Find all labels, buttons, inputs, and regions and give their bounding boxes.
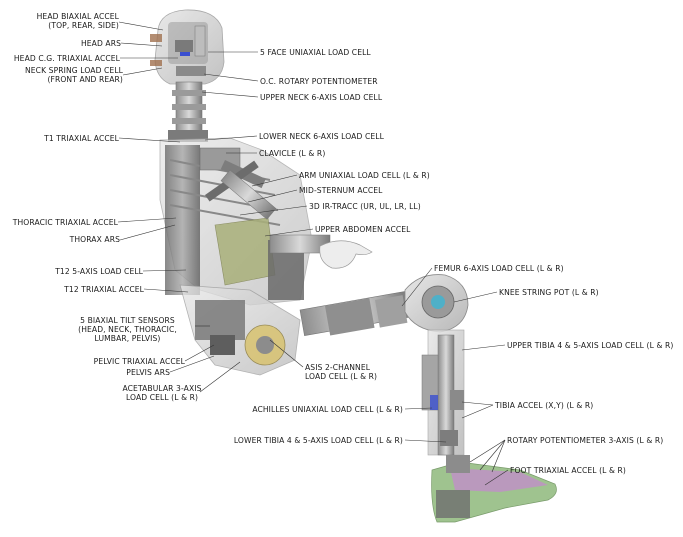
neck-assembly: [168, 81, 208, 142]
tibia-assembly: [421, 329, 465, 456]
label-femur-6axis: FEMUR 6-AXIS LOAD CELL (L & R): [434, 264, 564, 273]
label-achilles: ACHILLES UNIAXIAL LOAD CELL (L & R): [252, 405, 403, 414]
femur-assembly: [299, 290, 412, 336]
label-mid-sternum-accel: MID-STERNUM ACCEL: [299, 186, 383, 195]
label-face-uniaxial-load-cell: 5 FACE UNIAXIAL LOAD CELL: [260, 48, 371, 57]
label-lower-neck-6axis: LOWER NECK 6-AXIS LOAD CELL: [259, 132, 384, 141]
leader-lines: [117, 21, 509, 486]
label-upper-neck-6axis: UPPER NECK 6-AXIS LOAD CELL: [260, 93, 383, 102]
label-clavicle: CLAVICLE (L & R): [259, 149, 326, 158]
label-thoracic-triaxial-accel: THORACIC TRIAXIAL ACCEL: [12, 218, 118, 227]
label-ir-tracc: 3D IR-TRACC (UR, UL, LR, LL): [309, 202, 421, 211]
label-neck-spring-load-cell: NECK SPRING LOAD CELL(FRONT AND REAR): [25, 66, 123, 84]
label-head-ars: HEAD ARS: [80, 39, 121, 48]
head-assembly: [150, 9, 225, 85]
label-tibia-accel: TIBIA ACCEL (X,Y) (L & R): [495, 401, 594, 410]
arm-assembly: [220, 169, 373, 269]
pelvis-assembly: [179, 284, 301, 376]
label-upper-tibia: UPPER TIBIA 4 & 5-AXIS LOAD CELL (L & R): [507, 341, 674, 350]
label-rotary-pot-3axis: ROTARY POTENTIOMETER 3-AXIS (L & R): [507, 436, 664, 445]
foot-assembly: [431, 455, 557, 523]
label-t12-5axis-load-cell: T12 5-AXIS LOAD CELL: [55, 267, 143, 276]
label-head-cg-triaxial-accel: HEAD C.G. TRIAXIAL ACCEL: [13, 54, 120, 63]
label-t1-triaxial-accel: T1 TRIAXIAL ACCEL: [44, 134, 119, 143]
label-arm-uniaxial-load-cell: ARM UNIAXIAL LOAD CELL (L & R): [299, 171, 430, 180]
label-lower-tibia: LOWER TIBIA 4 & 5-AXIS LOAD CELL (L & R): [233, 436, 403, 445]
label-knee-string-pot: KNEE STRING POT (L & R): [499, 288, 599, 297]
label-thorax-ars: THORAX ARS: [69, 235, 120, 244]
hand: [319, 240, 373, 269]
abdomen-insert: [214, 217, 276, 286]
label-foot-triaxial-accel: FOOT TRIAXIAL ACCEL (L & R): [510, 466, 626, 475]
label-t12-triaxial-accel: T12 TRIAXIAL ACCEL: [64, 285, 144, 294]
head-sensor-blue: [180, 52, 190, 56]
label-oc-rotary-potentiometer: O.C. ROTARY POTENTIOMETER: [260, 77, 378, 86]
label-pelvic-triaxial-accel: PELVIC TRIAXIAL ACCEL: [93, 357, 185, 366]
label-biaxial-tilt-sensors: 5 BIAXIAL TILT SENSORS(HEAD, NECK, THORA…: [78, 316, 177, 343]
label-upper-abdomen-accel: UPPER ABDOMEN ACCEL: [315, 225, 411, 234]
torso-assembly: [159, 137, 313, 306]
label-pelvis-ars: PELVIS ARS: [126, 368, 170, 377]
label-head-biaxial-accel: HEAD BIAXIAL ACCEL(TOP, REAR, SIDE): [36, 12, 119, 30]
knee-assembly: [404, 274, 469, 333]
